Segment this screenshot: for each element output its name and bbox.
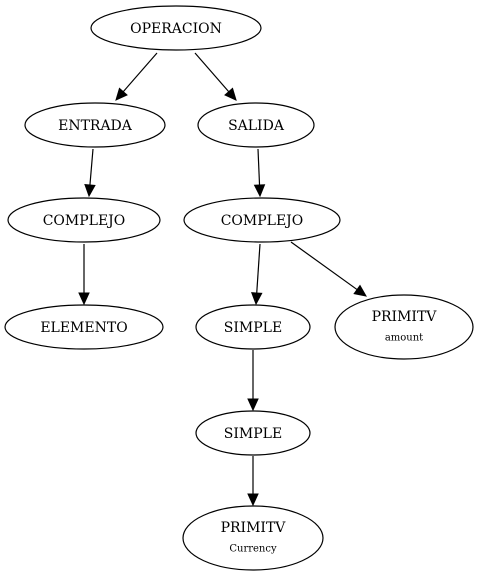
arrowhead <box>247 398 259 412</box>
edge-operacion-to-salida <box>194 52 237 101</box>
node-primitv-amount: PRIMITV amount <box>334 294 474 360</box>
node-salida-label: SALIDA <box>228 118 285 134</box>
arrowhead <box>115 87 128 101</box>
node-primitv-amount-label: PRIMITV <box>372 309 438 325</box>
edge-line <box>256 243 261 294</box>
node-complejo-left: COMPLEJO <box>7 197 161 243</box>
node-elemento-label: ELEMENTO <box>40 320 127 336</box>
node-operacion: OPERACION <box>90 5 262 51</box>
edge-complejo_left-to-elemento <box>78 244 90 306</box>
arrowhead <box>253 184 266 198</box>
node-operacion-label: OPERACION <box>130 21 222 37</box>
node-entrada: ENTRADA <box>24 102 166 148</box>
edges-layer <box>78 52 367 507</box>
edge-line <box>257 148 261 186</box>
node-salida: SALIDA <box>197 102 315 148</box>
arrowhead <box>251 292 263 306</box>
edge-operacion-to-entrada <box>115 52 158 101</box>
node-entrada-label: ENTRADA <box>58 118 133 134</box>
node-complejo-left-label: COMPLEJO <box>43 213 126 229</box>
arrowhead <box>247 493 259 507</box>
edge-line <box>290 241 358 291</box>
node-complejo-right-label: COMPLEJO <box>221 213 304 229</box>
arrowhead <box>224 87 237 101</box>
node-elemento: ELEMENTO <box>4 304 164 350</box>
node-simple-1: SIMPLE <box>195 304 311 350</box>
edge-complejo_right-to-simple_1 <box>251 243 263 306</box>
edge-line <box>194 52 230 93</box>
node-primitv-amount-sublabel: amount <box>385 333 423 344</box>
node-simple-2: SIMPLE <box>195 410 311 456</box>
edge-entrada-to-complejo_left <box>84 148 96 198</box>
arrowhead <box>78 292 90 306</box>
node-primitv-currency: PRIMITV Currency <box>182 505 324 571</box>
arrowhead <box>84 184 96 198</box>
node-primitv-currency-label: PRIMITV <box>221 520 287 536</box>
edge-simple_1-to-simple_2 <box>247 350 259 412</box>
edge-salida-to-complejo_right <box>253 148 266 198</box>
edge-line <box>122 52 158 93</box>
node-simple-1-label: SIMPLE <box>224 320 282 336</box>
edge-line <box>89 148 94 186</box>
node-simple-2-label: SIMPLE <box>224 426 282 442</box>
edge-complejo_right-to-primitv_amount <box>290 241 367 297</box>
node-complejo-right: COMPLEJO <box>183 197 341 243</box>
edge-simple_2-to-primitv_currency <box>247 456 259 507</box>
arrowhead <box>353 284 367 297</box>
node-primitv-currency-sublabel: Currency <box>229 544 277 555</box>
